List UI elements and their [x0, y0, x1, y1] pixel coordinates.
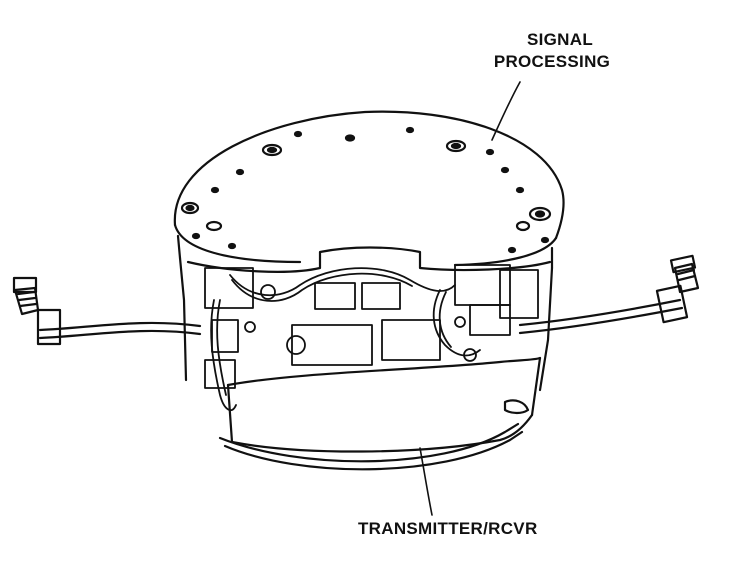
signal-processing-top-plate — [173, 110, 565, 270]
transmitter-leader-line — [419, 447, 433, 516]
transmitter-receiver-section — [218, 356, 542, 471]
right-cable — [518, 262, 700, 335]
signal-processing-label-line1: SIGNAL — [526, 30, 594, 49]
cylinder-body — [178, 246, 554, 392]
internal-circuitry — [204, 264, 539, 412]
mounting-holes — [180, 126, 552, 254]
transmitter-rcvr-label: TRANSMITTER/RCVR — [358, 519, 538, 538]
left-connector-icon — [12, 276, 38, 294]
left-cable — [13, 286, 202, 346]
signal-processing-leader-line — [491, 81, 521, 141]
right-connector-icon — [669, 254, 697, 274]
signal-processing-label-line2: PROCESSING — [493, 52, 611, 71]
